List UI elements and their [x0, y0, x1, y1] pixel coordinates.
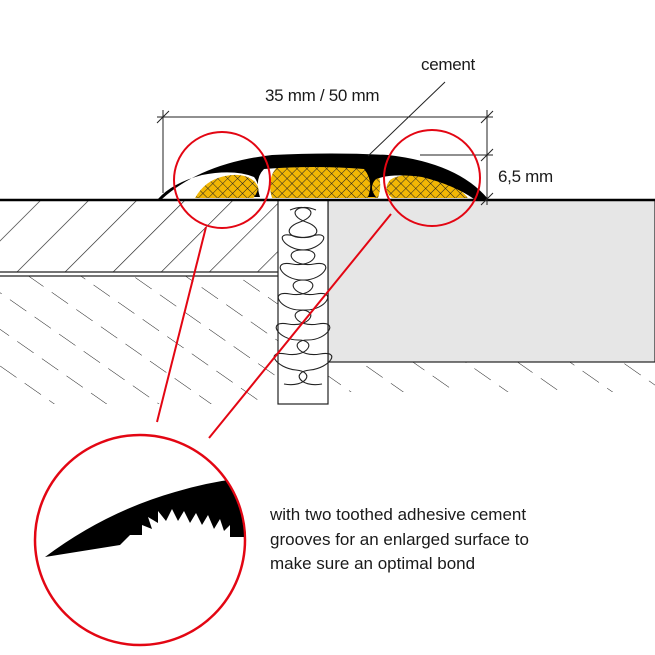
- detail-magnifier-circle: [33, 433, 247, 647]
- width-dimension-label: 35 mm / 50 mm: [265, 86, 380, 105]
- cement-left: [195, 174, 259, 198]
- floor-covering-right: [327, 199, 655, 363]
- cement-center: [270, 166, 381, 198]
- height-dimension-label: 6,5 mm: [498, 167, 553, 186]
- cement-label: cement: [421, 55, 475, 74]
- concrete-base: [0, 276, 278, 404]
- callout-circles: [156, 129, 481, 439]
- concrete-base-right: [328, 362, 655, 392]
- description-line: grooves for an enlarged surface to: [270, 529, 529, 549]
- description-text: with two toothed adhesive cement grooves…: [270, 503, 529, 577]
- transition-profile: [158, 153, 488, 199]
- cement-right: [386, 174, 468, 198]
- description-line: with two toothed adhesive cement: [270, 505, 527, 524]
- description-line: make sure an optimal bond: [270, 554, 476, 573]
- toothed-groove-detail: [45, 477, 244, 557]
- insulation-strip: [273, 199, 333, 405]
- dimension-lines: [156, 81, 494, 206]
- floor-covering-left: [0, 200, 278, 272]
